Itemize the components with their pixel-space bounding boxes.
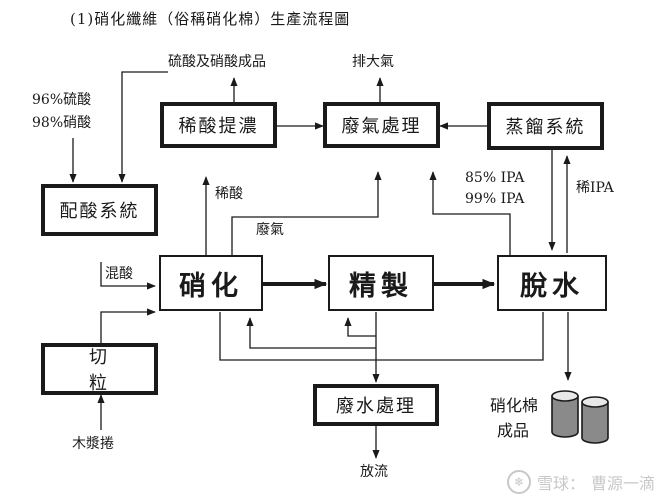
arrow-dehydration-waste-gas	[429, 171, 511, 255]
watermark-author: 曹源一滴	[590, 474, 655, 493]
label-sulfuric-acid: 96%硫酸	[32, 92, 92, 108]
arrow-cutting-to-nitration	[100, 308, 156, 343]
label-pulp-roll: 木漿捲	[72, 436, 114, 452]
label-dilute-ipa: 稀IPA	[576, 180, 614, 196]
product-cylinders-icon	[551, 390, 609, 444]
line-nitration-to-water	[219, 312, 376, 361]
box-dehydration: 脫水	[497, 255, 607, 311]
label-ipa-99: 99% IPA	[465, 191, 525, 207]
label-exhaust: 排大氣	[352, 54, 394, 70]
arrow-nitration-waste-gas	[231, 171, 382, 255]
box-nitration: 硝化	[159, 255, 263, 311]
box-cutting-label: 切粒	[89, 347, 151, 394]
box-cutting: 切粒	[41, 343, 158, 395]
label-nc-product-2: 成品	[497, 421, 530, 440]
label-discharge: 放流	[360, 464, 388, 480]
label-nitric-acid: 98%硝酸	[32, 115, 92, 131]
box-acid-mixing-system: 配酸系統	[41, 184, 158, 236]
arrow-return-to-nitration	[246, 317, 376, 349]
box-waste-gas-treatment: 廢氣處理	[323, 102, 440, 148]
box-waste-water-treatment: 廢水處理	[313, 384, 439, 426]
watermark-brand: 雪球：	[536, 474, 585, 493]
box-distillation-system: 蒸餾系統	[487, 102, 604, 150]
diagram-title: (1)硝化纖維（俗稱硝化棉）生產流程圖	[70, 10, 351, 28]
arrow-return-to-refining	[344, 317, 376, 337]
box-dilute-acid-concentration: 稀酸提濃	[160, 102, 277, 148]
label-acid-products: 硫酸及硝酸成品	[168, 54, 266, 70]
box-refining: 精製	[328, 255, 434, 311]
arrow-acid-products-to-mix	[118, 71, 168, 183]
label-dilute-acid: 稀酸	[215, 186, 243, 202]
line-dehydration-to-water	[376, 312, 544, 361]
snowball-icon: ❄	[506, 470, 531, 494]
label-waste-gas: 廢氣	[256, 222, 284, 238]
label-nc-product-1: 硝化棉	[490, 396, 539, 415]
label-mixed-acid: 混酸	[105, 266, 133, 282]
watermark: ❄ 雪球： 曹源一滴	[506, 470, 655, 494]
label-ipa-85: 85% IPA	[465, 170, 525, 186]
arrow-mixed-acid	[100, 262, 156, 290]
